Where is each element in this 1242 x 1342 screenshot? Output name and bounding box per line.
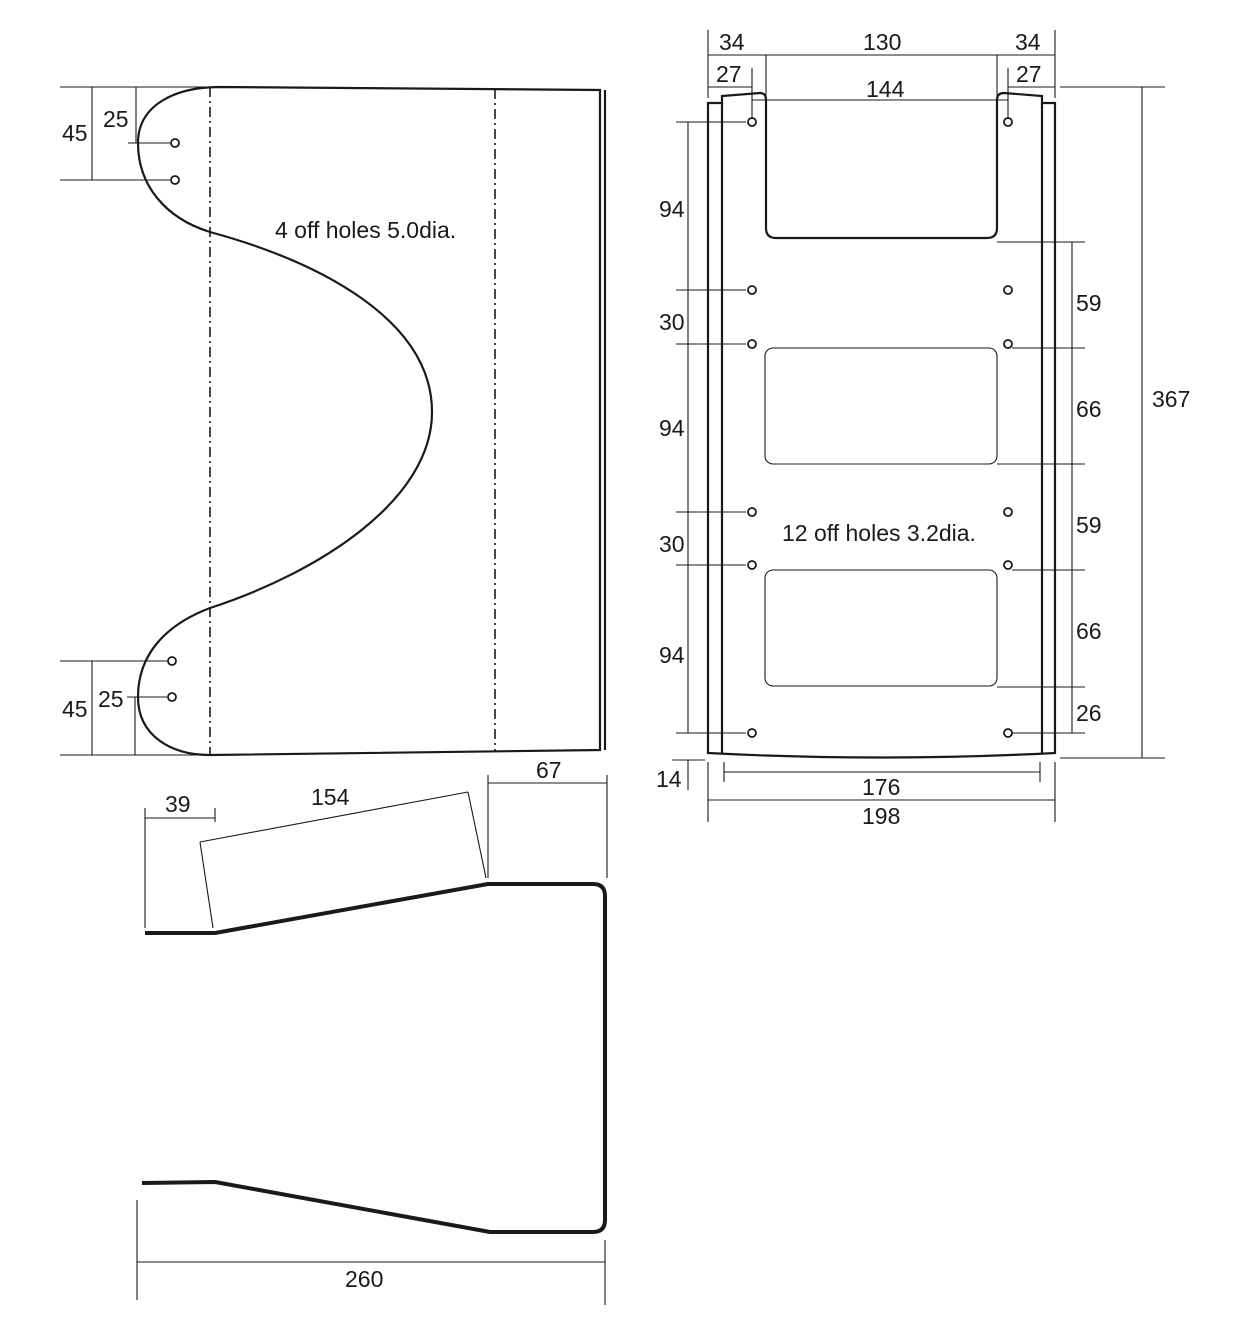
dim-back-30-b: 30 [659, 531, 685, 557]
hole [747, 339, 757, 349]
dim-back-14: 14 [656, 766, 682, 792]
dim-back-130: 130 [863, 29, 901, 55]
dim-back-94-b: 94 [659, 415, 685, 441]
dim-back-26: 26 [1076, 700, 1102, 726]
hole [1003, 339, 1013, 349]
hole [1003, 285, 1013, 295]
dim-back-34-left: 34 [719, 29, 745, 55]
back-plate-outline [706, 91, 1057, 759]
dim-back-27-left: 27 [716, 61, 742, 87]
dim-back-59-b: 59 [1076, 512, 1102, 538]
hole [1003, 507, 1013, 517]
back-view: 34 130 34 27 144 27 94 30 94 30 94 59 66… [656, 29, 1190, 829]
cutout-lower [764, 569, 998, 687]
hole [170, 138, 180, 148]
dim-side-67: 67 [536, 757, 562, 783]
dim-back-66-a: 66 [1076, 396, 1102, 422]
dim-back-176: 176 [862, 774, 900, 800]
side-profile-outline [141, 882, 607, 1234]
dim-back-94-a: 94 [659, 196, 685, 222]
side-profile-view: 39 154 67 260 [136, 757, 608, 1305]
hole [1003, 560, 1013, 570]
hole [747, 560, 757, 570]
dim-flat-bot-45: 45 [62, 696, 88, 722]
dim-back-367: 367 [1152, 386, 1190, 412]
note-flat-holes: 4 off holes 5.0dia. [275, 217, 456, 243]
dim-back-27-right: 27 [1016, 61, 1042, 87]
dim-back-30-a: 30 [659, 309, 685, 335]
dim-side-260: 260 [345, 1266, 383, 1292]
cutout-upper [764, 347, 998, 465]
hole [747, 117, 757, 127]
dimension-line [467, 791, 487, 879]
dim-side-39: 39 [165, 791, 191, 817]
dim-back-94-c: 94 [659, 642, 685, 668]
flat-pattern-view: 45 25 45 25 4 off holes 5.0dia. [60, 85, 607, 757]
hole [170, 175, 180, 185]
dim-back-198: 198 [862, 803, 900, 829]
hole [167, 692, 177, 702]
dim-side-154: 154 [311, 784, 350, 810]
hole [747, 285, 757, 295]
note-back-holes: 12 off holes 3.2dia. [782, 520, 976, 546]
hole [1003, 728, 1013, 738]
hole [747, 507, 757, 517]
dim-flat-top-45: 45 [62, 120, 88, 146]
dimension-line [199, 791, 469, 843]
dim-back-59-a: 59 [1076, 290, 1102, 316]
dim-back-144: 144 [866, 76, 905, 102]
flat-pattern-outline [136, 85, 602, 757]
dimension-line [199, 841, 214, 929]
hole [167, 656, 177, 666]
hole [1003, 117, 1013, 127]
dim-flat-top-25: 25 [103, 106, 129, 132]
dim-flat-bot-25: 25 [98, 686, 124, 712]
hole [747, 728, 757, 738]
dim-back-66-b: 66 [1076, 618, 1102, 644]
dim-back-34-right: 34 [1015, 29, 1041, 55]
